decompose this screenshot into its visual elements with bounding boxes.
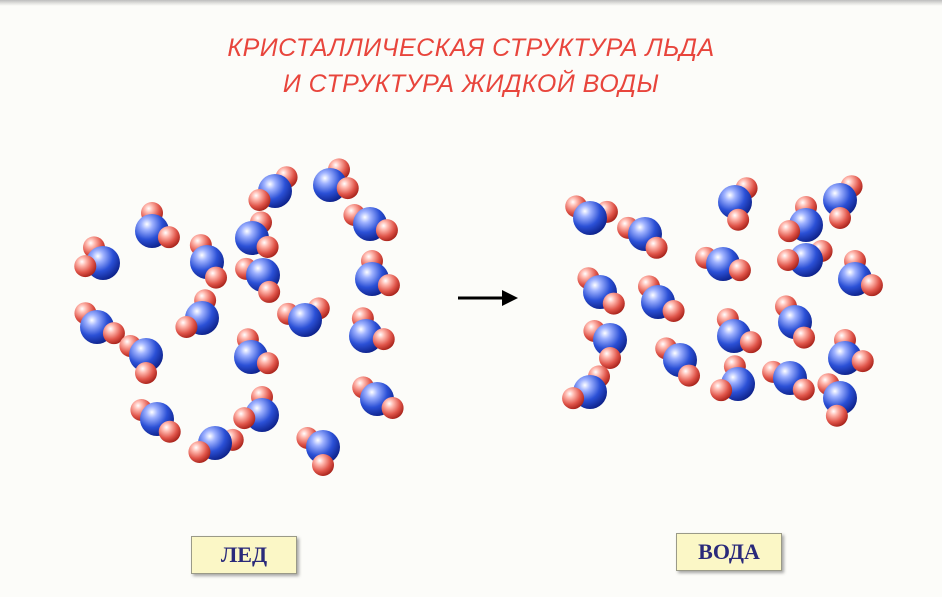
hydrogen-atom	[645, 236, 668, 259]
water-molecule	[235, 257, 281, 303]
oxygen-atom	[789, 243, 823, 277]
water-molecule	[296, 427, 340, 476]
hydrogen-atom	[778, 220, 801, 243]
hydrogen-atom	[860, 274, 883, 297]
water-label: ВОДА	[676, 533, 782, 571]
hydrogen-atom	[135, 362, 157, 384]
hydrogen-atom	[336, 177, 359, 200]
oxygen-atom	[823, 183, 857, 217]
water-molecule	[695, 246, 751, 282]
water-molecule	[74, 236, 120, 280]
hydrogen-atom	[256, 236, 279, 258]
water-molecule	[655, 337, 700, 387]
hydrogen-atom	[792, 378, 815, 401]
water-molecule	[710, 355, 755, 402]
water-molecule	[355, 250, 400, 297]
hydrogen-atom	[188, 441, 211, 463]
hydrogen-atom	[727, 208, 750, 231]
hydrogen-atom	[248, 189, 271, 211]
hydrogen-atom	[312, 454, 334, 476]
hydrogen-atom	[381, 397, 404, 419]
water-molecule	[188, 426, 244, 463]
water-molecule	[235, 211, 279, 258]
oxygen-atom	[593, 323, 627, 357]
hydrogen-atom	[662, 300, 685, 322]
oxygen-atom	[573, 201, 607, 235]
hydrogen-atom	[74, 255, 97, 278]
ice-label: ЛЕД	[191, 536, 297, 574]
hydrogen-atom	[678, 364, 700, 387]
hydrogen-atom	[851, 350, 874, 373]
hydrogen-atom	[728, 259, 751, 282]
title-line-1: КРИСТАЛЛИЧЕСКАЯ СТРУКТУРА ЛЬДА	[227, 34, 715, 62]
water-molecule	[175, 289, 219, 338]
hydrogen-atom	[233, 407, 256, 430]
hydrogen-atom	[710, 379, 733, 402]
water-molecule	[349, 307, 395, 353]
water-molecule	[189, 234, 227, 289]
arrow-right-icon	[458, 290, 518, 306]
hydrogen-atom	[739, 331, 762, 354]
water-molecule	[562, 365, 610, 410]
hydrogen-atom	[102, 322, 125, 345]
water-molecule	[130, 399, 181, 443]
oxygen-atom	[129, 338, 163, 372]
hydrogen-atom	[599, 347, 621, 369]
water-molecule	[617, 216, 668, 259]
water-molecule	[248, 166, 298, 211]
hydrogen-atom	[793, 326, 815, 349]
water-molecule	[234, 328, 279, 375]
water-molecule	[828, 329, 874, 375]
hydrogen-atom	[175, 316, 198, 338]
hydrogen-atom	[602, 292, 625, 315]
oxygen-atom	[306, 430, 340, 464]
water-molecule	[343, 204, 398, 242]
water-molecule	[777, 240, 833, 277]
water-molecule	[565, 195, 618, 235]
hydrogen-atom	[372, 328, 395, 351]
hydrogen-atom	[825, 404, 848, 427]
title-line-2: И СТРУКТУРА ЖИДКОЙ ВОДЫ	[282, 70, 660, 98]
water-molecule	[718, 177, 758, 231]
hydrogen-atom	[258, 280, 281, 303]
water-molecule	[638, 275, 685, 322]
water-molecule	[762, 360, 815, 401]
water-molecule	[313, 158, 359, 202]
water-molecule	[119, 335, 163, 384]
hydrogen-atom	[157, 226, 180, 249]
water-molecule	[583, 320, 627, 369]
water-molecule	[775, 295, 815, 349]
water-molecule	[135, 202, 180, 249]
water-molecule	[577, 267, 625, 315]
diagram-title: КРИСТАЛЛИЧЕСКАЯ СТРУКТУРА ЛЬДА И СТРУКТУ…	[0, 30, 942, 102]
hydrogen-atom	[256, 352, 279, 375]
water-structure	[562, 175, 883, 427]
hydrogen-atom	[829, 207, 851, 229]
oxygen-atom	[288, 303, 322, 337]
water-molecule	[277, 297, 330, 337]
water-molecule	[823, 175, 863, 229]
ice-structure	[74, 158, 404, 476]
water-molecule	[352, 376, 404, 419]
hydrogen-atom	[562, 387, 585, 410]
water-molecule	[716, 308, 762, 354]
water-molecule	[233, 386, 279, 432]
hydrogen-atom	[158, 420, 181, 443]
hydrogen-atom	[205, 266, 227, 289]
hydrogen-atom	[375, 219, 398, 242]
water-molecule	[778, 196, 823, 243]
top-border	[0, 0, 942, 6]
water-molecule	[74, 302, 125, 345]
water-molecule	[838, 250, 883, 297]
hydrogen-atom	[777, 249, 799, 271]
water-molecule	[817, 373, 857, 427]
hydrogen-atom	[377, 274, 400, 297]
